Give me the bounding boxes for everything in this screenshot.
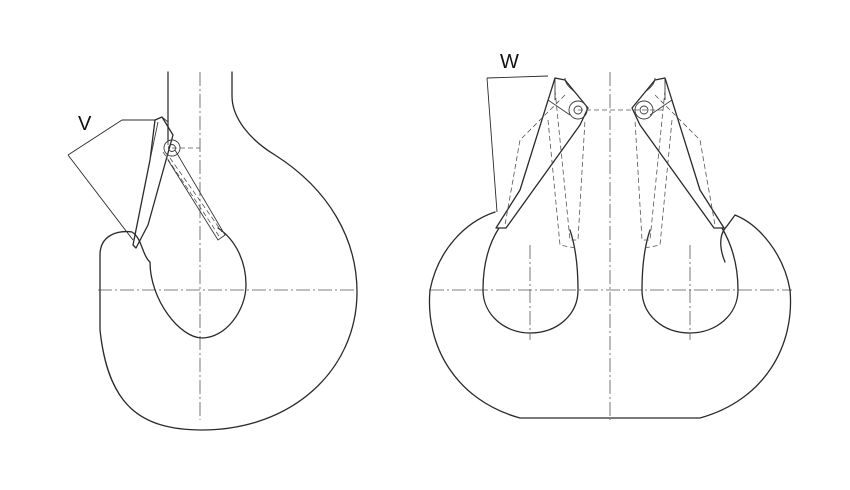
double-hook-left-eye bbox=[482, 227, 579, 334]
double-hook-left-latch bbox=[495, 77, 665, 249]
double-hook-right-latch bbox=[631, 77, 725, 249]
dimension-w: W bbox=[486, 51, 549, 213]
single-hook-safety-latch bbox=[132, 116, 226, 249]
double-hook: W bbox=[428, 51, 792, 420]
dimension-v: V bbox=[67, 113, 156, 241]
dimension-w-label: W bbox=[500, 51, 519, 73]
double-hook-right-eye bbox=[641, 227, 739, 334]
dimension-v-label: V bbox=[78, 113, 92, 135]
double-hook-body-outline bbox=[428, 211, 792, 419]
single-hook-body-outline bbox=[99, 71, 358, 431]
single-hook: V bbox=[67, 71, 358, 431]
